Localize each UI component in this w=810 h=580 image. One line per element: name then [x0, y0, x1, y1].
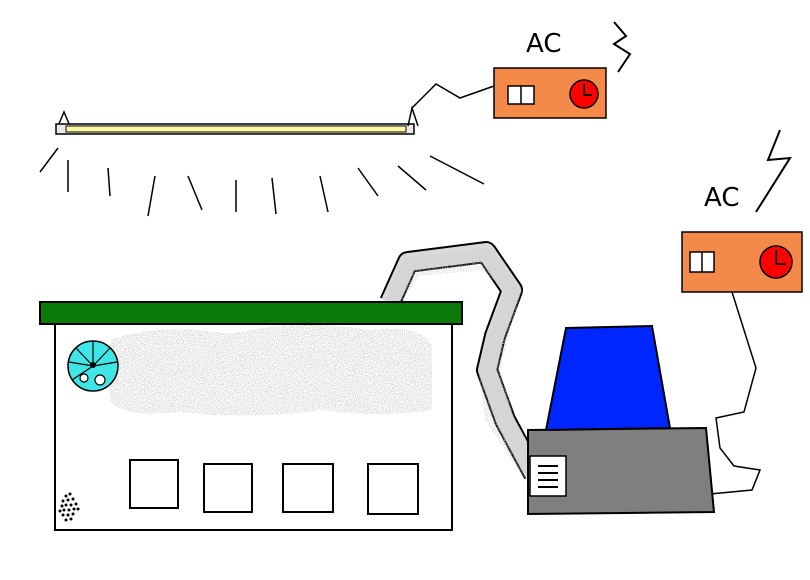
light-ray — [429, 155, 485, 185]
power-switch-icon[interactable] — [689, 251, 715, 273]
net-pot — [129, 459, 179, 509]
light-ray — [271, 177, 277, 215]
light-ray — [187, 175, 203, 211]
light-rays — [39, 147, 485, 217]
lamp-tube — [65, 125, 407, 133]
light-ray — [319, 175, 329, 213]
pump-top — [544, 324, 672, 432]
light-ray — [357, 167, 379, 197]
light-ray — [397, 165, 427, 191]
pump-power-cord — [709, 291, 762, 495]
net-pot — [367, 463, 419, 515]
clock-icon — [759, 245, 793, 279]
pump-vent-icon — [529, 455, 567, 497]
lamp-left-bracket — [57, 110, 71, 127]
tank-lid — [39, 301, 463, 325]
ac-label: AC — [526, 29, 561, 59]
air-pump — [527, 324, 716, 516]
clock-icon — [569, 79, 599, 109]
drain-holes-icon — [58, 492, 80, 522]
lightning-icon — [612, 21, 632, 73]
air-bubbles — [110, 324, 432, 416]
reservoir-tank — [39, 301, 463, 531]
ac-label: AC — [704, 183, 739, 213]
fan-icon — [67, 340, 119, 392]
grow-light — [39, 105, 485, 217]
net-pot — [282, 463, 334, 513]
light-ray — [39, 147, 59, 173]
net-pot — [203, 463, 253, 513]
ac-timer-lamp: AC — [493, 21, 632, 119]
light-ray — [147, 175, 156, 217]
lightning-icon — [755, 129, 792, 213]
ac-timer-pump: AC — [681, 129, 803, 293]
light-ray — [107, 167, 111, 197]
lamp-power-cord — [411, 83, 495, 109]
power-switch-icon[interactable] — [507, 85, 535, 105]
